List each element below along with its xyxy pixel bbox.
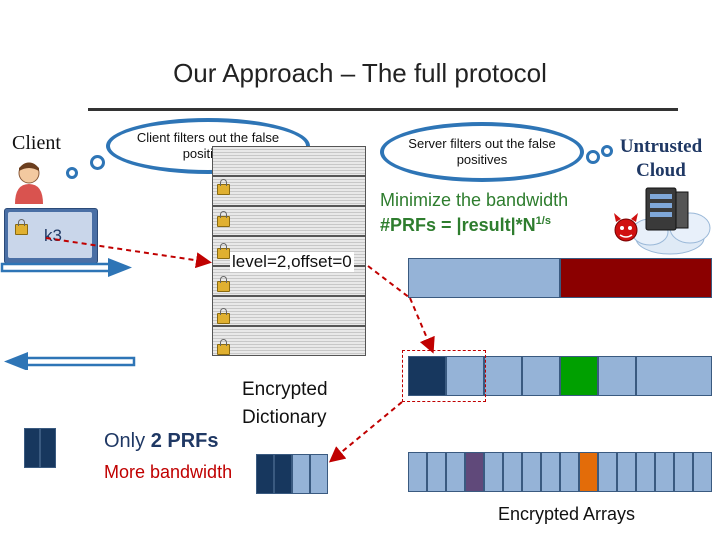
bandwidth-cell <box>256 454 274 494</box>
client-result-block <box>24 428 40 468</box>
array-level2-cell <box>484 356 522 396</box>
array-level2-cell <box>636 356 712 396</box>
query-label: level=2,offset=0 <box>230 252 354 272</box>
array-level3-cell <box>655 452 674 492</box>
dictionary-label-line1: Encrypted <box>242 379 328 400</box>
dictionary-to-array-arrow <box>367 265 411 299</box>
bandwidth-cell <box>310 454 328 494</box>
arrays-label: Encrypted Arrays <box>498 504 636 524</box>
array-level3-cell <box>484 452 503 492</box>
dictionary-row <box>212 296 366 326</box>
array-level3-cell <box>598 452 617 492</box>
array-level1-cell <box>408 258 560 298</box>
array-level2-cell <box>446 356 484 396</box>
array-level3-cell <box>465 452 484 492</box>
thought-dot-small <box>66 167 78 179</box>
devil-icon <box>614 213 638 242</box>
server-cloud-icon <box>614 187 711 255</box>
array-level3-cell <box>693 452 712 492</box>
client-label: Client <box>12 132 61 154</box>
server-label-line1: Untrusted <box>619 136 703 157</box>
lock-icon <box>217 308 230 324</box>
response-arrow <box>4 352 136 370</box>
server-thought-bubble: Server filters out the false positives <box>380 122 584 182</box>
server-label: Untrusted Cloud <box>602 135 720 183</box>
array-level2-cell <box>522 356 560 396</box>
title-divider <box>88 108 678 111</box>
server-thought-dot-large <box>586 150 600 164</box>
bandwidth-cell <box>274 454 292 494</box>
dictionary-row <box>212 176 366 206</box>
dictionary-label: Encrypted Dictionary <box>242 376 328 432</box>
server-thought-dot-small <box>601 145 613 157</box>
thought-dot-large <box>90 155 105 170</box>
server-icon <box>645 187 689 231</box>
client-result-block <box>40 428 56 468</box>
block-to-client-arrow <box>328 401 403 463</box>
only-prfs-bold: 2 PRFs <box>150 430 219 452</box>
array-level3-cell <box>617 452 636 492</box>
prfs-formula: #PRFs = |result|*N1/s <box>380 215 551 236</box>
only-prfs-text: Only 2 PRFs <box>104 430 219 453</box>
array-level3-cell <box>503 452 522 492</box>
minimize-bandwidth-text: Minimize the bandwidth <box>380 190 569 210</box>
lock-icon <box>217 339 230 355</box>
array-level2-cell <box>560 356 598 396</box>
more-bandwidth-text: More bandwidth <box>104 462 233 482</box>
server-label-line2: Cloud <box>636 160 686 181</box>
dictionary-label-line2: Dictionary <box>242 407 327 428</box>
array-level2-cell <box>408 356 446 396</box>
array-level3-cell <box>674 452 693 492</box>
array-level3-cell <box>579 452 598 492</box>
lock-icon <box>217 211 230 227</box>
dictionary-row <box>212 326 366 356</box>
lock-icon <box>217 276 230 292</box>
lock-icon <box>217 179 230 195</box>
array-level1-cell <box>560 258 712 298</box>
array-level3-cell <box>541 452 560 492</box>
protocol-arrows <box>0 258 136 370</box>
slide-title: Our Approach – The full protocol <box>173 58 547 88</box>
array-level3-cell <box>427 452 446 492</box>
prfs-exponent: 1/s <box>535 215 551 227</box>
dictionary-row <box>212 146 366 176</box>
array-level3-cell <box>560 452 579 492</box>
lock-icon <box>217 243 230 259</box>
only-prfs-prefix: Only <box>104 430 151 452</box>
array-level3-cell <box>446 452 465 492</box>
array-level3-cell <box>408 452 427 492</box>
array-level3-cell <box>522 452 541 492</box>
dictionary-row <box>212 206 366 236</box>
array-pointer-arrow <box>409 297 435 354</box>
user-icon <box>15 162 43 204</box>
lock-icon <box>15 219 28 235</box>
server-bubble-text: Server filters out the false positives <box>408 135 556 167</box>
bandwidth-cell <box>292 454 310 494</box>
request-arrow <box>0 258 132 277</box>
prfs-formula-text: #PRFs = |result|*N <box>380 215 536 235</box>
key-to-dictionary-arrow <box>45 237 212 269</box>
array-level3-cell <box>636 452 655 492</box>
array-level2-cell <box>598 356 636 396</box>
selected-block-outline <box>402 350 486 402</box>
